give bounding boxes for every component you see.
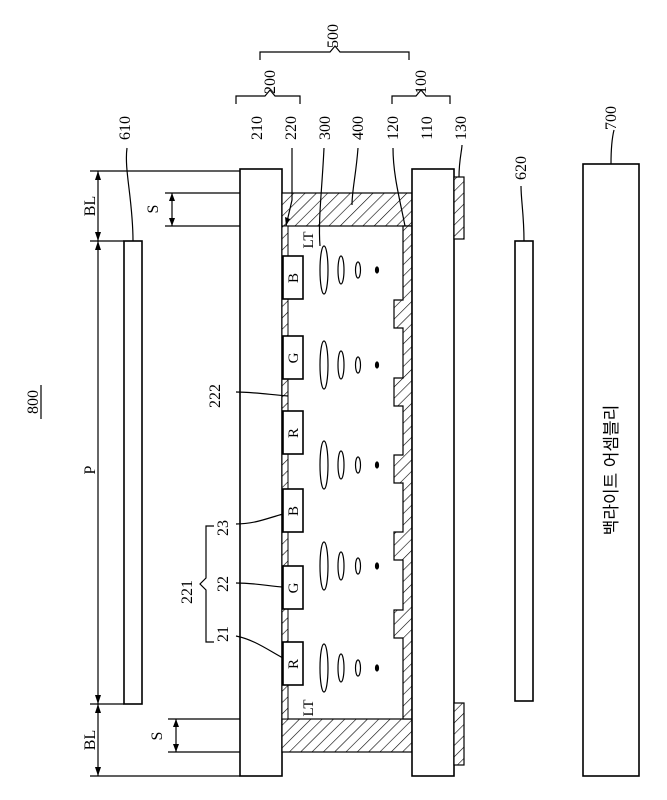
label-222: 222	[207, 384, 224, 408]
substrate-210	[240, 169, 282, 776]
bracket-221	[200, 526, 214, 642]
filter-2: G	[286, 352, 302, 363]
filter-1: B	[286, 273, 302, 283]
label-221: 221	[179, 580, 196, 604]
sealant-top	[282, 193, 412, 226]
label-120: 120	[385, 116, 402, 140]
label-LT-bottom: LT	[301, 700, 317, 717]
label-620: 620	[513, 156, 530, 180]
liquid-crystal-300	[320, 246, 379, 692]
label-BL-bottom: BL	[82, 730, 99, 750]
label-100: 100	[413, 70, 430, 94]
label-400: 400	[350, 116, 367, 140]
filter-6: R	[286, 659, 302, 669]
label-130: 130	[453, 116, 470, 140]
label-210: 210	[249, 116, 266, 140]
substrate-110	[412, 169, 454, 776]
polarizer-620	[515, 241, 533, 701]
driver-130-top	[454, 177, 464, 239]
label-P: P	[82, 465, 99, 474]
label-23: 23	[215, 520, 232, 536]
filter-5: G	[286, 582, 302, 593]
polarizer-610	[124, 241, 142, 704]
filter-4: B	[286, 506, 302, 516]
tft-layer-120	[394, 226, 412, 719]
label-S-top: S	[145, 205, 162, 214]
figure-number: 800	[25, 390, 42, 414]
filter-3: R	[286, 428, 302, 438]
label-300: 300	[317, 116, 334, 140]
label-BL-top: BL	[82, 196, 99, 216]
label-220: 220	[283, 116, 300, 140]
backlight-label: 백라이트 어셈블리	[602, 405, 622, 536]
label-500: 500	[325, 24, 342, 48]
label-110: 110	[419, 116, 436, 139]
label-700: 700	[603, 106, 620, 130]
label-610: 610	[117, 116, 134, 140]
label-S-bottom: S	[149, 732, 166, 741]
label-200: 200	[262, 70, 279, 94]
sealant-bottom	[282, 719, 412, 752]
label-LT-top: LT	[301, 232, 317, 249]
driver-130-bottom	[454, 703, 464, 765]
label-22: 22	[215, 576, 232, 592]
label-21: 21	[215, 626, 232, 642]
